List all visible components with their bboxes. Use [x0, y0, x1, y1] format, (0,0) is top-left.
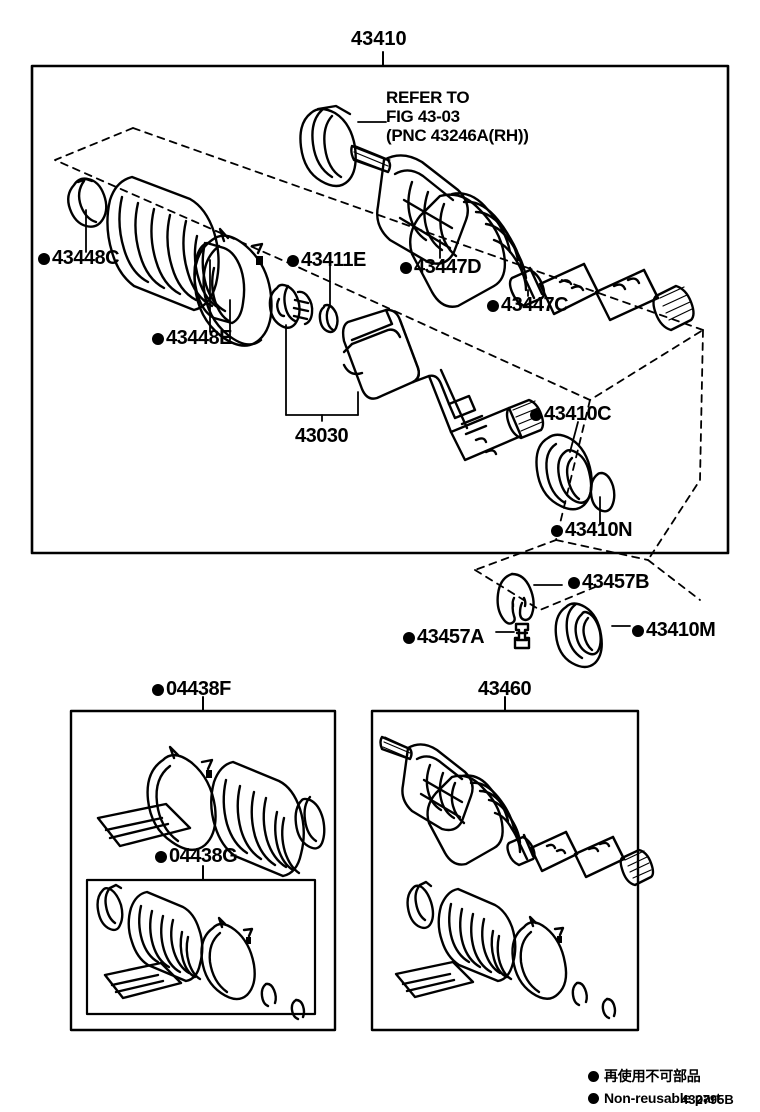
nonreusable-dot-icon — [487, 300, 499, 312]
callout-43410n-label: 43410N — [565, 519, 633, 541]
part-43030-tripod — [268, 283, 314, 329]
callout-43448e-label: 43448E — [166, 327, 232, 349]
part-43457a-bolt — [513, 622, 531, 650]
part-43410c-bearing — [535, 433, 593, 511]
nonreusable-dot-icon — [400, 262, 412, 274]
kit-43460-contents — [379, 735, 655, 1020]
callout-04438g-label: 04438G — [169, 845, 238, 867]
part-43410n-snapring — [589, 471, 616, 513]
part-outboard-joint-assembly — [299, 104, 695, 332]
leader-43030 — [285, 324, 359, 422]
legend-nonreusable-english: Non-reusable part — [588, 1090, 721, 1106]
callout-43447d-label: 43447D — [414, 256, 482, 278]
part-43410m-seal — [554, 602, 603, 669]
callout-43447d[interactable]: 43447D — [400, 256, 482, 279]
part-43457b-clip — [496, 572, 535, 625]
nonreusable-dot-icon — [38, 253, 50, 265]
legend-nonreusable-japanese: 再使用不可部品 — [588, 1066, 701, 1086]
callout-43448c[interactable]: 43448C — [38, 247, 120, 270]
callout-43410m[interactable]: 43410M — [632, 619, 716, 642]
callout-43448e[interactable]: 43448E — [152, 327, 232, 350]
callout-43447c-label: 43447C — [501, 294, 569, 316]
callout-43448c-label: 43448C — [52, 247, 120, 269]
nonreusable-dot-icon — [632, 625, 644, 637]
callout-43411e[interactable]: 43411E — [287, 249, 366, 272]
callout-43411e-label: 43411E — [301, 249, 366, 271]
callout-43447c[interactable]: 43447C — [487, 294, 569, 317]
nonreusable-dot-icon — [155, 851, 167, 863]
leader-43410c — [569, 421, 579, 453]
nonreusable-dot-icon — [152, 333, 164, 345]
kit-04438g-contents — [96, 883, 306, 1021]
callout-43457b-label: 43457B — [582, 571, 650, 593]
nonreusable-dot-icon — [287, 255, 299, 267]
callout-43457b[interactable]: 43457B — [568, 571, 650, 594]
legend-japanese-text: 再使用不可部品 — [604, 1069, 701, 1085]
callout-43030[interactable]: 43030 — [295, 425, 349, 448]
part-43411e-washer — [318, 303, 339, 334]
nonreusable-dot-icon — [588, 1093, 599, 1104]
nonreusable-dot-icon — [568, 577, 580, 589]
kit-04438f-contents — [96, 745, 326, 878]
callout-04438f[interactable]: 04438F — [152, 678, 231, 701]
main-assembly-frame — [30, 64, 730, 555]
part-dust-deflector — [299, 104, 357, 188]
nonreusable-dot-icon — [530, 409, 542, 421]
callout-43410m-label: 43410M — [646, 619, 716, 641]
callout-43410n[interactable]: 43410N — [551, 519, 633, 542]
callout-43410c-label: 43410C — [544, 403, 612, 425]
callout-43460-label: 43460 — [478, 678, 532, 700]
figure-code: 432795B — [681, 1092, 734, 1107]
nonreusable-dot-icon — [551, 525, 563, 537]
callout-43457a-label: 43457A — [417, 626, 485, 648]
diagram-title: 43410 — [351, 28, 407, 50]
part-43448e-boot — [106, 175, 246, 325]
callout-43030-label: 43030 — [295, 425, 349, 447]
part-43448c-clip — [67, 177, 108, 228]
callout-43460[interactable]: 43460 — [478, 678, 532, 701]
refer-line-1: REFER TO — [386, 88, 470, 107]
callout-43410c[interactable]: 43410C — [530, 403, 612, 426]
part-inboard-joint-housing — [341, 308, 545, 462]
legend-english-text: Non-reusable part — [604, 1090, 721, 1106]
refer-to-note: REFER TO FIG 43-03 (PNC 43246A(RH)) — [386, 88, 529, 145]
refer-line-2: FIG 43-03 — [386, 107, 460, 126]
nonreusable-dot-icon — [403, 632, 415, 644]
refer-line-3: (PNC 43246A(RH)) — [386, 126, 529, 145]
callout-43457a[interactable]: 43457A — [403, 626, 485, 649]
part-clamp-band-large — [193, 227, 273, 347]
callout-04438f-label: 04438F — [166, 678, 231, 700]
callout-04438g[interactable]: 04438G — [155, 845, 238, 868]
nonreusable-dot-icon — [588, 1071, 599, 1082]
nonreusable-dot-icon — [152, 684, 164, 696]
